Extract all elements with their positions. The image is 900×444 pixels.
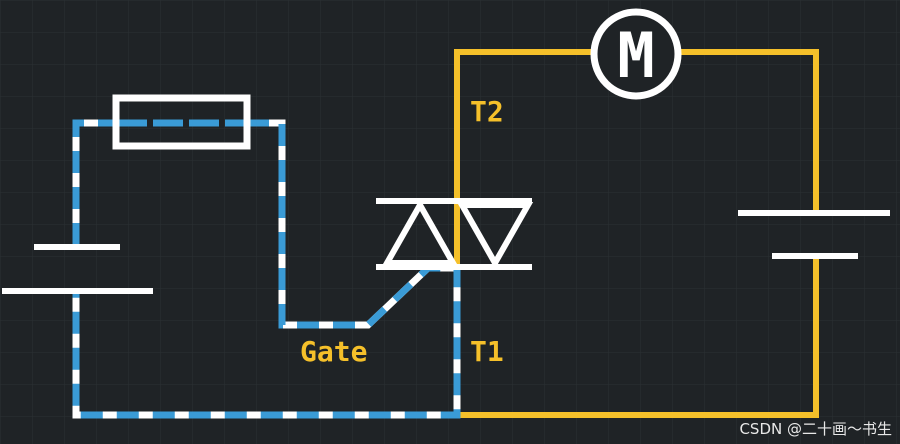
triac-right-triangle: [456, 202, 534, 270]
watermark: CSDN @二十画～书生: [739, 420, 892, 438]
motor: M: [590, 8, 682, 100]
left-battery-icon: [2, 244, 153, 294]
main-wire-bottom: [457, 256, 819, 418]
triac-left-triangle: [381, 198, 459, 266]
terminal-t2-label: T2: [470, 95, 504, 128]
terminal-t1-label: T1: [470, 335, 504, 368]
motor-label: M: [617, 19, 654, 92]
triac-symbol-icon: [376, 198, 534, 270]
resistor-icon: [112, 94, 251, 150]
right-battery-icon: [738, 210, 890, 259]
motor-circle-icon: [590, 8, 682, 100]
gate-label: Gate: [300, 335, 367, 368]
main-wire-top-right: [680, 49, 819, 213]
gate-current-left-top: [72, 119, 117, 245]
